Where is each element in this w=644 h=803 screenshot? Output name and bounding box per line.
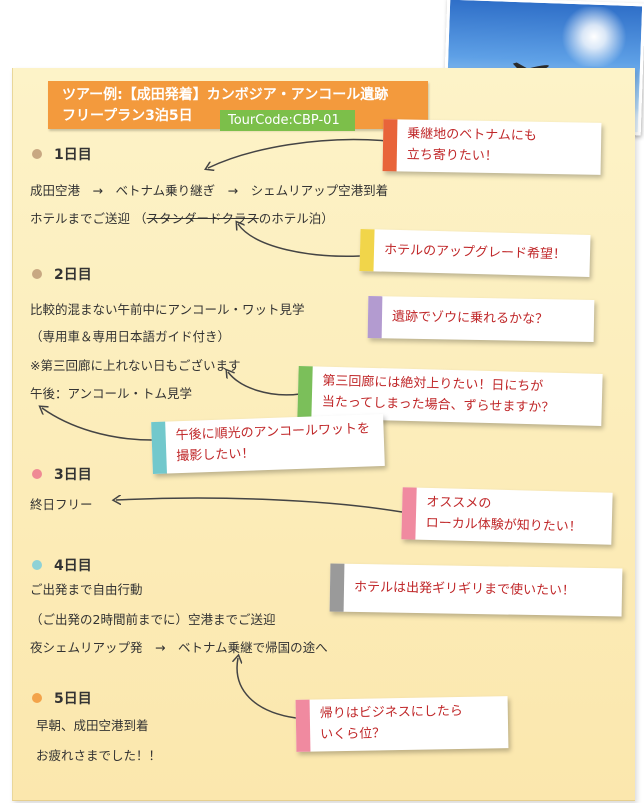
note-text-line: ホテルのアップグレード希望！ <box>383 242 567 263</box>
day-4-dot <box>32 560 42 570</box>
tour-code-badge: TourCode:CBP-01 <box>220 110 355 131</box>
day-5-dot <box>32 693 42 703</box>
day-5-heading: 5日目 <box>32 688 92 708</box>
arrow-5 <box>42 408 153 441</box>
day-4-heading: 4日目 <box>32 555 92 575</box>
note-tab <box>382 119 398 172</box>
note-text-line: ローカル体験が知りたい！ <box>425 515 582 535</box>
note-text-line: ホテルは出発ギリギリまで使いたい！ <box>353 579 576 599</box>
day-4-line-2: （ご出発の2時間前までに）空港までご送迎 <box>30 612 276 627</box>
day-1-hotel-line: ホテルまでご送迎 （スタンダードクラスのホテル泊） <box>30 211 334 226</box>
note-tab <box>359 228 375 272</box>
note-text-line: 帰りはビジネスにしたら <box>319 703 463 722</box>
arrow-6 <box>116 498 403 513</box>
note-tab <box>151 421 167 475</box>
day-2-line-2: （専用車＆専用日本語ガイド付き） <box>30 329 231 344</box>
note-vietnam-stopover: 乗継地のベトナムにも 立ち寄りたい！ <box>382 119 602 175</box>
tour-subtitle: フリープラン3泊5日 <box>62 108 193 124</box>
day-3-line-1: 終日フリー <box>30 497 93 512</box>
note-tab <box>329 563 345 612</box>
note-afternoon-photo: 午後に順光のアンコールワットを 撮影したい！ <box>151 413 385 475</box>
note-local-experience: オススメの ローカル体験が知りたい！ <box>401 487 613 545</box>
note-business-class: 帰りはビジネスにしたら いくら位？ <box>295 696 509 752</box>
note-tab <box>367 296 383 339</box>
day-1-heading: 1日目 <box>32 144 92 164</box>
note-text-line: いくら位？ <box>320 726 386 743</box>
day-4-line-3: 夜シェムリアップ発 → ベトナム乗継で帰国の途へ <box>30 640 328 655</box>
note-text-line: 遺跡でゾウに乗れるかな？ <box>391 309 549 328</box>
day-5-line-1: 早朝、成田空港到着 <box>36 718 149 733</box>
arrow-1 <box>208 138 389 168</box>
day-2-heading: 2日目 <box>32 264 92 284</box>
day-2-line-1: 比較的混まない午前中にアンコール・ワット見学 <box>30 302 305 317</box>
note-late-checkout: ホテルは出発ギリギリまで使いたい！ <box>329 563 623 617</box>
day-3-dot <box>32 469 42 479</box>
note-tab <box>297 366 313 419</box>
hotel-class-struck: スタンダードクラス <box>146 211 259 226</box>
note-tab <box>401 487 417 540</box>
arrow-4 <box>228 372 301 396</box>
day-3-heading: 3日目 <box>32 464 92 484</box>
day-2-line-4: 午後：アンコール・トム見学 <box>30 386 193 401</box>
note-text-line: 立ち寄りたい！ <box>406 147 498 165</box>
note-tab <box>295 699 311 752</box>
day-2-dot <box>32 269 42 279</box>
day-1-line-1: 成田空港 → ベトナム乗り継ぎ → シェムリアップ空港到着 <box>30 183 389 198</box>
note-hotel-upgrade: ホテルのアップグレード希望！ <box>359 228 591 278</box>
tour-title: ツアー例:【成田発着】カンボジア・アンコール遺跡 <box>62 87 389 103</box>
day-1-dot <box>32 149 42 159</box>
arrow-2 <box>238 224 361 257</box>
note-text-line: 乗継地のベトナムにも <box>407 126 537 144</box>
day-4-line-1: ご出発まで自由行動 <box>30 582 143 597</box>
note-elephant-ride: 遺跡でゾウに乗れるかな？ <box>367 296 595 342</box>
arrow-8 <box>237 658 297 719</box>
day-5-line-2: お疲れさまでした！！ <box>36 748 162 763</box>
day-2-line-3: ※第三回廊に上れない日もございます <box>30 358 241 373</box>
